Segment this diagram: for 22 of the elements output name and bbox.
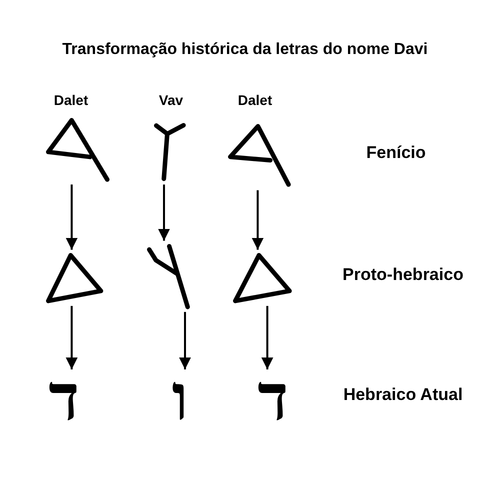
arrow: [261, 306, 274, 370]
arrow: [66, 184, 78, 250]
dalet-glyph-drawing: [228, 124, 291, 188]
vav-glyph-drawing: [147, 244, 190, 309]
dalet-glyph-drawing: [46, 118, 110, 182]
arrow: [179, 312, 191, 370]
dalet-glyph-drawing: [232, 252, 292, 303]
arrow: [252, 190, 264, 250]
hebrew-letter: ו: [172, 372, 188, 424]
row-label: Hebraico Atual: [343, 385, 463, 405]
hebrew-letter: ד: [258, 372, 288, 424]
column-heading: Dalet: [54, 92, 88, 108]
vav-glyph-drawing: [154, 123, 186, 182]
row-label: Fenício: [366, 143, 426, 163]
column-heading: Dalet: [238, 92, 272, 108]
arrow: [158, 184, 170, 241]
arrow: [66, 306, 78, 370]
row-label: Proto-hebraico: [342, 265, 464, 285]
hebrew-letter: ד: [48, 372, 80, 424]
diagram-title: Transformação histórica da letras do nome Davi: [62, 40, 428, 60]
dalet-glyph-drawing: [46, 252, 104, 303]
column-heading: Vav: [158, 92, 184, 108]
